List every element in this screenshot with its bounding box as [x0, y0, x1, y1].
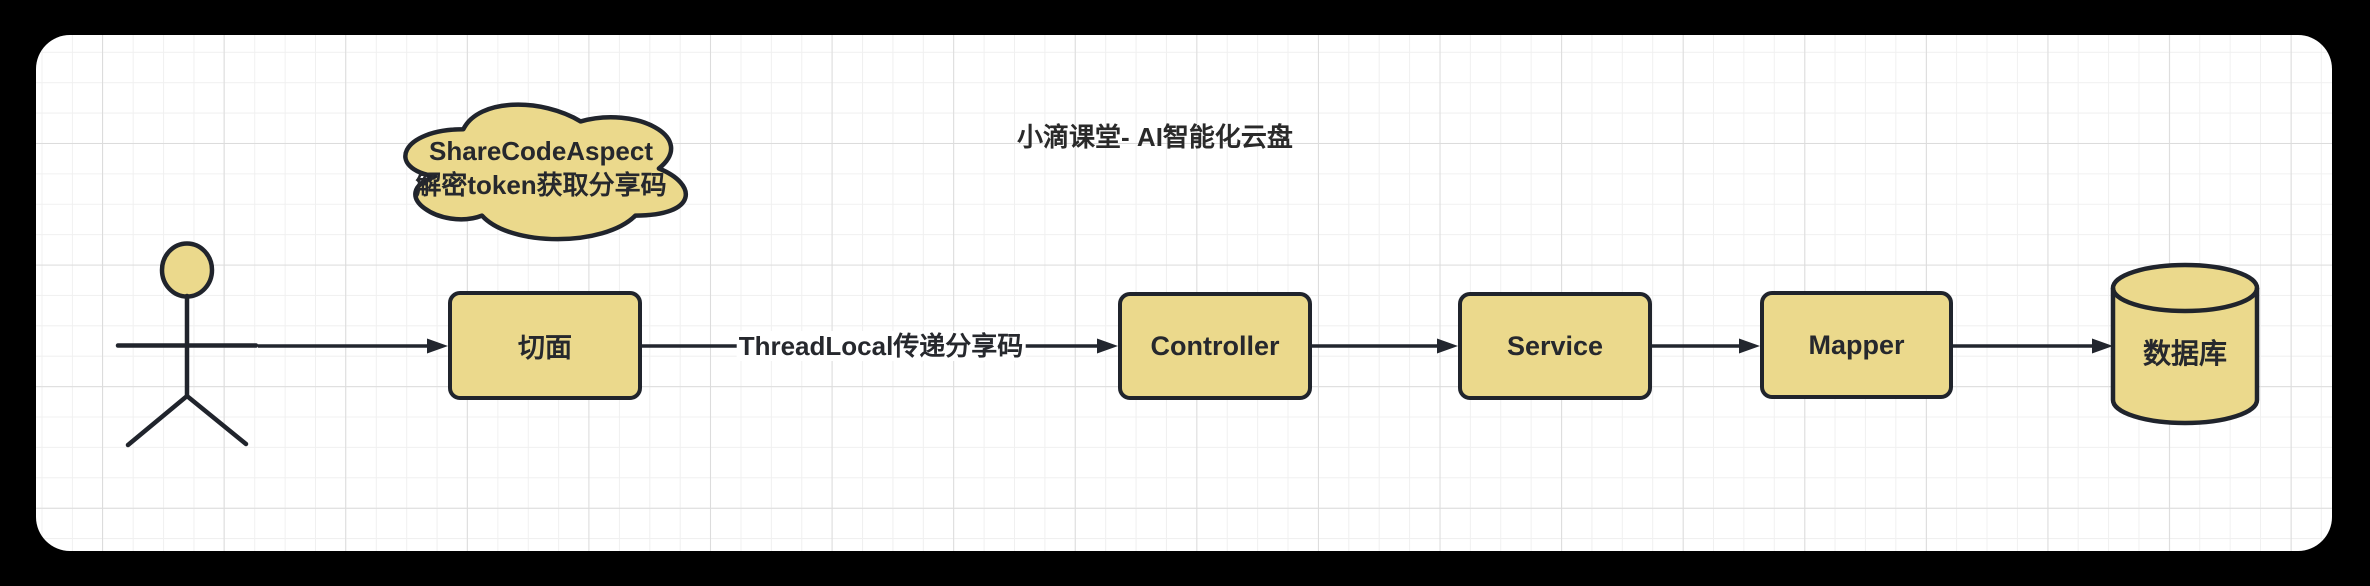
node-aspect: 切面 [448, 291, 642, 400]
node-mapper: Mapper [1760, 291, 1953, 399]
arrow-controller-to-service [1312, 338, 1458, 354]
cloud-note-text: ShareCodeAspect 解密token获取分享码 [341, 134, 741, 202]
cloud-note-line1: ShareCodeAspect [429, 136, 653, 166]
arrow-service-to-mapper [1652, 338, 1760, 354]
node-controller: Controller [1118, 292, 1312, 400]
node-service: Service [1458, 292, 1652, 400]
diagram-title: 小滴课堂- AI智能化云盘 [1017, 122, 1293, 152]
diagram-canvas: 切面 Controller Service Mapper 小滴课堂- AI智能化… [36, 35, 2332, 551]
edge-label-threadlocal: ThreadLocal传递分享码 [736, 331, 1026, 361]
node-aspect-label: 切面 [518, 333, 572, 363]
cloud-note-line2: 解密token获取分享码 [415, 170, 667, 200]
node-mapper-label: Mapper [1808, 329, 1905, 360]
node-service-label: Service [1506, 330, 1604, 361]
actor-legs [125, 393, 249, 448]
actor-figure [115, 241, 259, 448]
arrow-mapper-to-database [1953, 338, 2113, 354]
node-controller-label: Controller [1150, 330, 1280, 361]
node-database-label: 数据库 [2142, 338, 2228, 369]
actor-head [159, 241, 215, 299]
arrow-actor-to-aspect [258, 338, 448, 354]
